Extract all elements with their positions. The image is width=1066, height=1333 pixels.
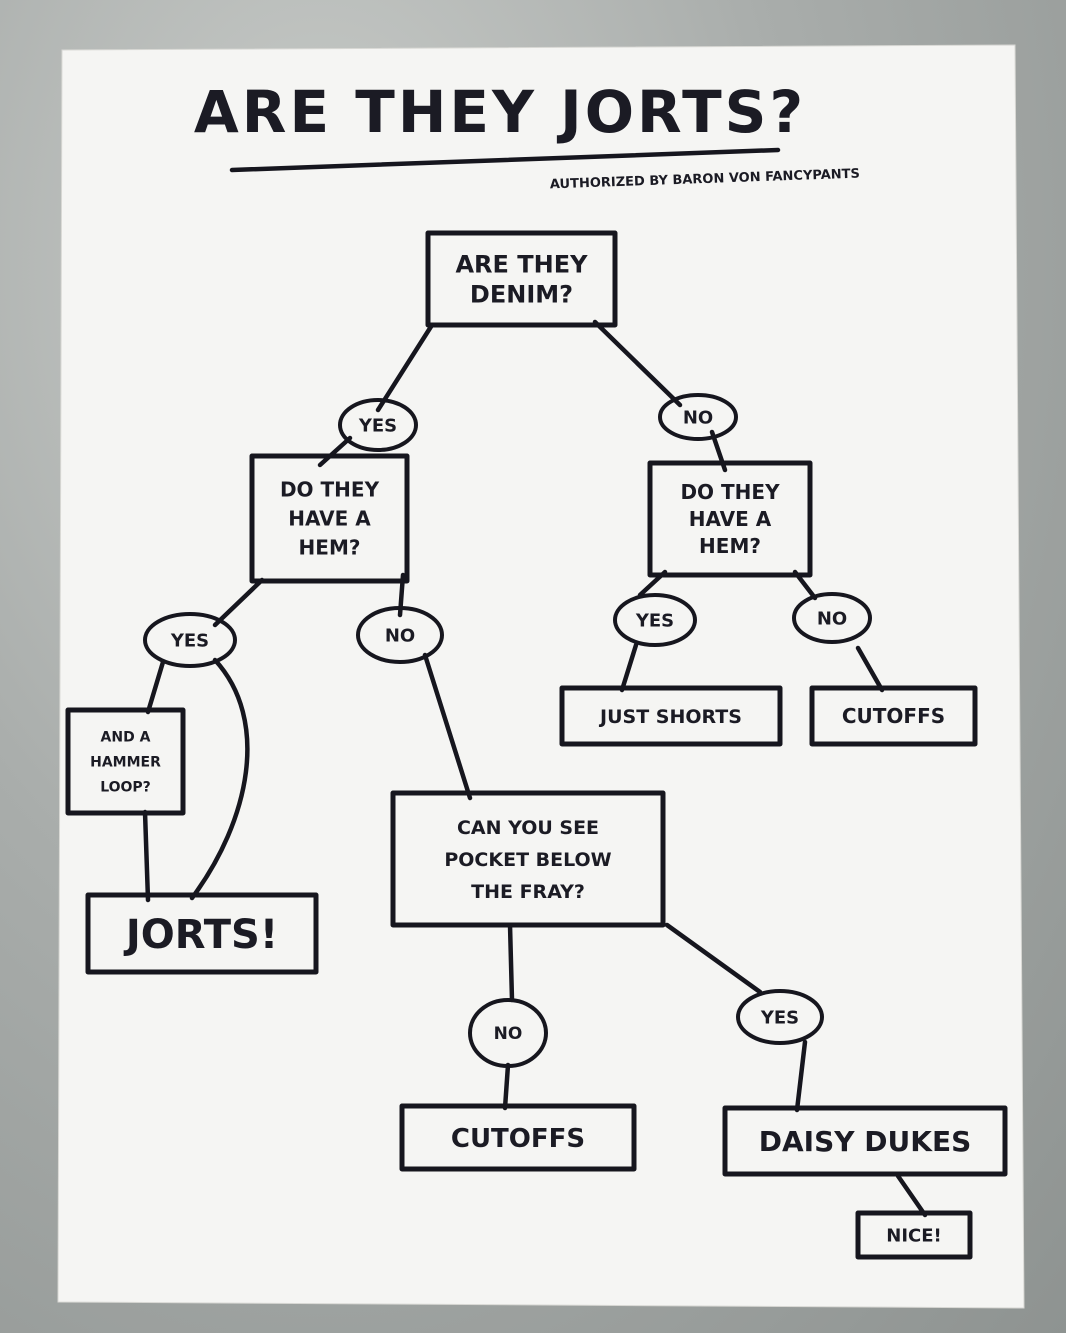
node-daisy: DAISY DUKES (722, 1105, 1008, 1177)
node-jorts: JORTS! (85, 892, 319, 975)
node-label-line: CUTOFFS (842, 704, 945, 728)
node-pocket: CAN YOU SEE POCKET BELOW THE FRAY? (390, 790, 666, 928)
yes-oval-hem-left: YES (143, 612, 237, 668)
node-label-line: NICE! (886, 1225, 941, 1246)
yes-oval-denim: YES (338, 398, 418, 452)
node-label-line: DO THEY (680, 480, 780, 504)
oval-shape (792, 592, 872, 644)
node-box (559, 685, 783, 747)
node-box (425, 230, 618, 328)
oval-shape (658, 393, 738, 441)
node-label-line: POCKET BELOW (444, 849, 611, 871)
node-label-line: DO THEY (280, 478, 380, 502)
oval-shape (143, 612, 237, 668)
node-label-line: DAISY DUKES (759, 1125, 972, 1158)
oval-label: YES (358, 415, 397, 436)
chart-title: ARE THEY JORTS? (194, 78, 806, 146)
node-box (809, 685, 978, 747)
node-label-line: AND A (101, 730, 151, 746)
node-label-line: LOOP? (100, 780, 151, 796)
node-label-line: CUTOFFS (451, 1124, 585, 1154)
node-label-line: HEM? (299, 536, 361, 560)
node-box (855, 1210, 973, 1260)
yes-oval-hem-right: YES (613, 593, 697, 647)
node-nice: NICE! (855, 1210, 973, 1260)
oval-shape (736, 989, 824, 1045)
no-oval-hem-right: NO (792, 592, 872, 644)
node-label-line: CAN YOU SEE (457, 817, 599, 839)
node-box (722, 1105, 1008, 1177)
node-cutoffs-b: CUTOFFS (399, 1103, 637, 1172)
oval-label: YES (635, 610, 674, 631)
node-hem-r: DO THEY HAVE A HEM? (647, 460, 813, 578)
node-just-shorts: JUST SHORTS (559, 685, 783, 747)
oval-label: YES (170, 630, 209, 651)
node-box (399, 1103, 637, 1172)
oval-label: NO (494, 1024, 523, 1044)
node-label-line: DENIM? (470, 281, 573, 309)
no-oval-denim: NO (658, 393, 738, 441)
oval-label: NO (683, 407, 713, 428)
node-hem-l: DO THEY HAVE A HEM? (249, 453, 410, 584)
oval-label: NO (817, 608, 847, 629)
oval-shape (338, 398, 418, 452)
node-label-line: THE FRAY? (471, 881, 585, 903)
oval-shape (613, 593, 697, 647)
title-underline (229, 147, 781, 173)
node-label-line: JUST SHORTS (598, 706, 742, 728)
yes-oval-pocket: YES (736, 989, 824, 1045)
node-hammer: AND A HAMMER LOOP? (65, 707, 186, 816)
node-box (390, 790, 666, 928)
oval-label: NO (385, 625, 415, 646)
node-box (85, 892, 319, 975)
oval-label: YES (760, 1007, 799, 1028)
no-oval-pocket: NO (468, 998, 548, 1068)
node-label-line: HAVE A (689, 507, 772, 531)
no-oval-hem-left: NO (356, 606, 444, 664)
node-box (249, 453, 410, 584)
node-box (647, 460, 813, 578)
node-label-line: JORTS! (123, 912, 278, 958)
oval-shape (356, 606, 444, 664)
node-label-line: HEM? (699, 534, 761, 558)
oval-shape (468, 998, 548, 1068)
node-label-line: HAMMER (90, 755, 161, 771)
node-label-line: HAVE A (288, 507, 371, 531)
node-cutoffs-r: CUTOFFS (809, 685, 978, 747)
node-label-line: ARE THEY (455, 251, 588, 279)
node-box (65, 707, 186, 816)
